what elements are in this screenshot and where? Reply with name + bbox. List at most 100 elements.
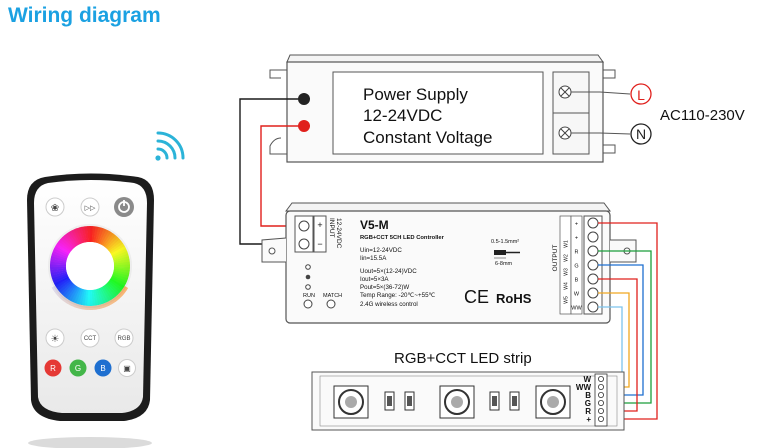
channel-label: W3 — [564, 268, 570, 276]
spec-uout: Uout=5×(12-24)VDC — [360, 268, 417, 275]
dc-positive-terminal — [298, 120, 310, 132]
svg-text:R: R — [50, 364, 56, 373]
spec-wireless: 2.4G wireless control — [360, 301, 418, 308]
strip-length-label: 6-8mm — [495, 261, 513, 267]
play-mode-button[interactable]: ▷▷ — [80, 197, 100, 217]
svg-text:▣: ▣ — [123, 364, 131, 373]
output-terminal — [587, 287, 599, 299]
output-terminal — [587, 259, 599, 271]
scene-button[interactable]: ❀ — [45, 197, 65, 217]
dc-negative-terminal — [298, 93, 310, 105]
output-terminal-label: W — [574, 292, 580, 298]
strip-pin-label: WW — [576, 383, 592, 392]
svg-text:❀: ❀ — [51, 203, 59, 214]
live-terminal-icon — [630, 83, 652, 105]
input-terminal-plus — [298, 220, 310, 232]
diagram-title: Wiring diagram — [8, 4, 161, 27]
output-terminal — [587, 217, 599, 229]
svg-text:▷▷: ▷▷ — [85, 205, 96, 212]
input-range-label: 12-24VDC — [335, 218, 342, 249]
output-terminal — [587, 231, 599, 243]
neutral-terminal-icon — [630, 123, 652, 145]
strip-pad — [598, 383, 605, 390]
output-terminal-label: R — [575, 250, 579, 256]
svg-text:G: G — [75, 364, 81, 373]
strip-pad — [598, 415, 605, 422]
remote-control: ❀ ▷▷ ☀ CCT RGB R — [27, 131, 185, 448]
power-supply-type: Constant Voltage — [363, 128, 492, 147]
channel-label: W1 — [564, 240, 570, 248]
output-label: OUTPUT — [552, 245, 559, 272]
brightness-button[interactable]: ☀ — [45, 328, 65, 348]
power-supply-title: Power Supply — [363, 85, 468, 104]
resistor-icon — [509, 391, 520, 411]
resistor-icon — [489, 391, 500, 411]
strip-pin-label: G — [585, 399, 591, 408]
output-terminal-label: + — [575, 236, 578, 242]
output-terminal-label: B — [575, 278, 579, 284]
cct-button[interactable]: CCT — [80, 328, 100, 348]
status-led-icon — [305, 284, 311, 290]
power-button[interactable] — [114, 197, 134, 217]
run-indicator-icon — [303, 299, 313, 309]
live-terminal-label: L — [637, 87, 645, 103]
output-terminal — [587, 245, 599, 257]
strip-pad — [598, 407, 605, 414]
green-button[interactable]: G — [69, 359, 87, 377]
match-button[interactable] — [326, 299, 336, 309]
svg-text:B: B — [100, 364, 105, 373]
green-wire — [598, 250, 652, 404]
input-plus-label: + — [317, 220, 322, 230]
neutral-terminal-label: N — [636, 126, 646, 142]
spec-iout: Iout=5×3A — [360, 276, 389, 283]
channel-label: W4 — [564, 282, 570, 290]
spec-pout: Pout=5×(36-72)W — [360, 284, 409, 291]
wire-gauge-label: 0.5-1.5mm² — [491, 239, 519, 245]
ce-mark: CE — [464, 287, 489, 307]
controller-model: V5-M — [360, 218, 389, 232]
controller: + − INPUT 12-24VDC RUN MATCH V5-M RGB+CC… — [261, 202, 637, 324]
power-supply-voltage: 12-24VDC — [363, 106, 442, 125]
input-label: INPUT — [328, 218, 335, 238]
spec-uin: Uin=12-24VDC — [360, 247, 402, 254]
channel-label: W5 — [564, 296, 570, 304]
status-led-icon — [305, 274, 311, 280]
rohs-mark: RoHS — [496, 291, 532, 306]
input-minus-label: − — [317, 239, 322, 249]
power-supply: Power Supply 12-24VDC Constant Voltage — [269, 54, 616, 163]
controller-subtitle: RGB+CCT 5CH LED Controller — [360, 235, 445, 241]
red-button[interactable]: R — [44, 359, 62, 377]
screw-terminal-icon — [558, 126, 572, 140]
wireless-signal-icon — [155, 131, 185, 161]
spec-iin: Iin=15.5A — [360, 255, 387, 262]
output-terminal-label: + — [575, 222, 578, 228]
led-strip-label: RGB+CCT LED strip — [394, 350, 532, 367]
match-label: MATCH — [323, 293, 342, 299]
strip-pin-label: R — [585, 407, 591, 416]
resistor-icon — [384, 391, 395, 411]
led-chip-icon — [535, 385, 571, 419]
strip-pad — [598, 391, 605, 398]
strip-pad — [598, 399, 605, 406]
strip-pin-label: W — [583, 375, 591, 384]
led-chip-icon — [333, 385, 369, 419]
svg-text:CCT: CCT — [84, 336, 97, 342]
strip-pin-label: B — [585, 391, 591, 400]
rgb-button[interactable]: RGB — [114, 328, 134, 348]
save-button[interactable]: ▣ — [118, 359, 136, 377]
strip-pad — [598, 375, 605, 382]
blue-button[interactable]: B — [94, 359, 112, 377]
spec-temp: Temp Range: -20℃~+55℃ — [360, 292, 436, 299]
resistor-icon — [404, 391, 415, 411]
run-label: RUN — [303, 293, 315, 299]
strip-pin-label: + — [586, 415, 591, 424]
output-terminal — [587, 301, 599, 313]
led-chip-icon — [439, 385, 475, 419]
ac-input-wiring: L N AC110-230V — [589, 83, 745, 145]
positive-wire — [598, 222, 658, 420]
svg-text:RGB: RGB — [117, 336, 130, 342]
input-terminal-minus — [298, 238, 310, 250]
svg-text:☀: ☀ — [51, 334, 60, 345]
